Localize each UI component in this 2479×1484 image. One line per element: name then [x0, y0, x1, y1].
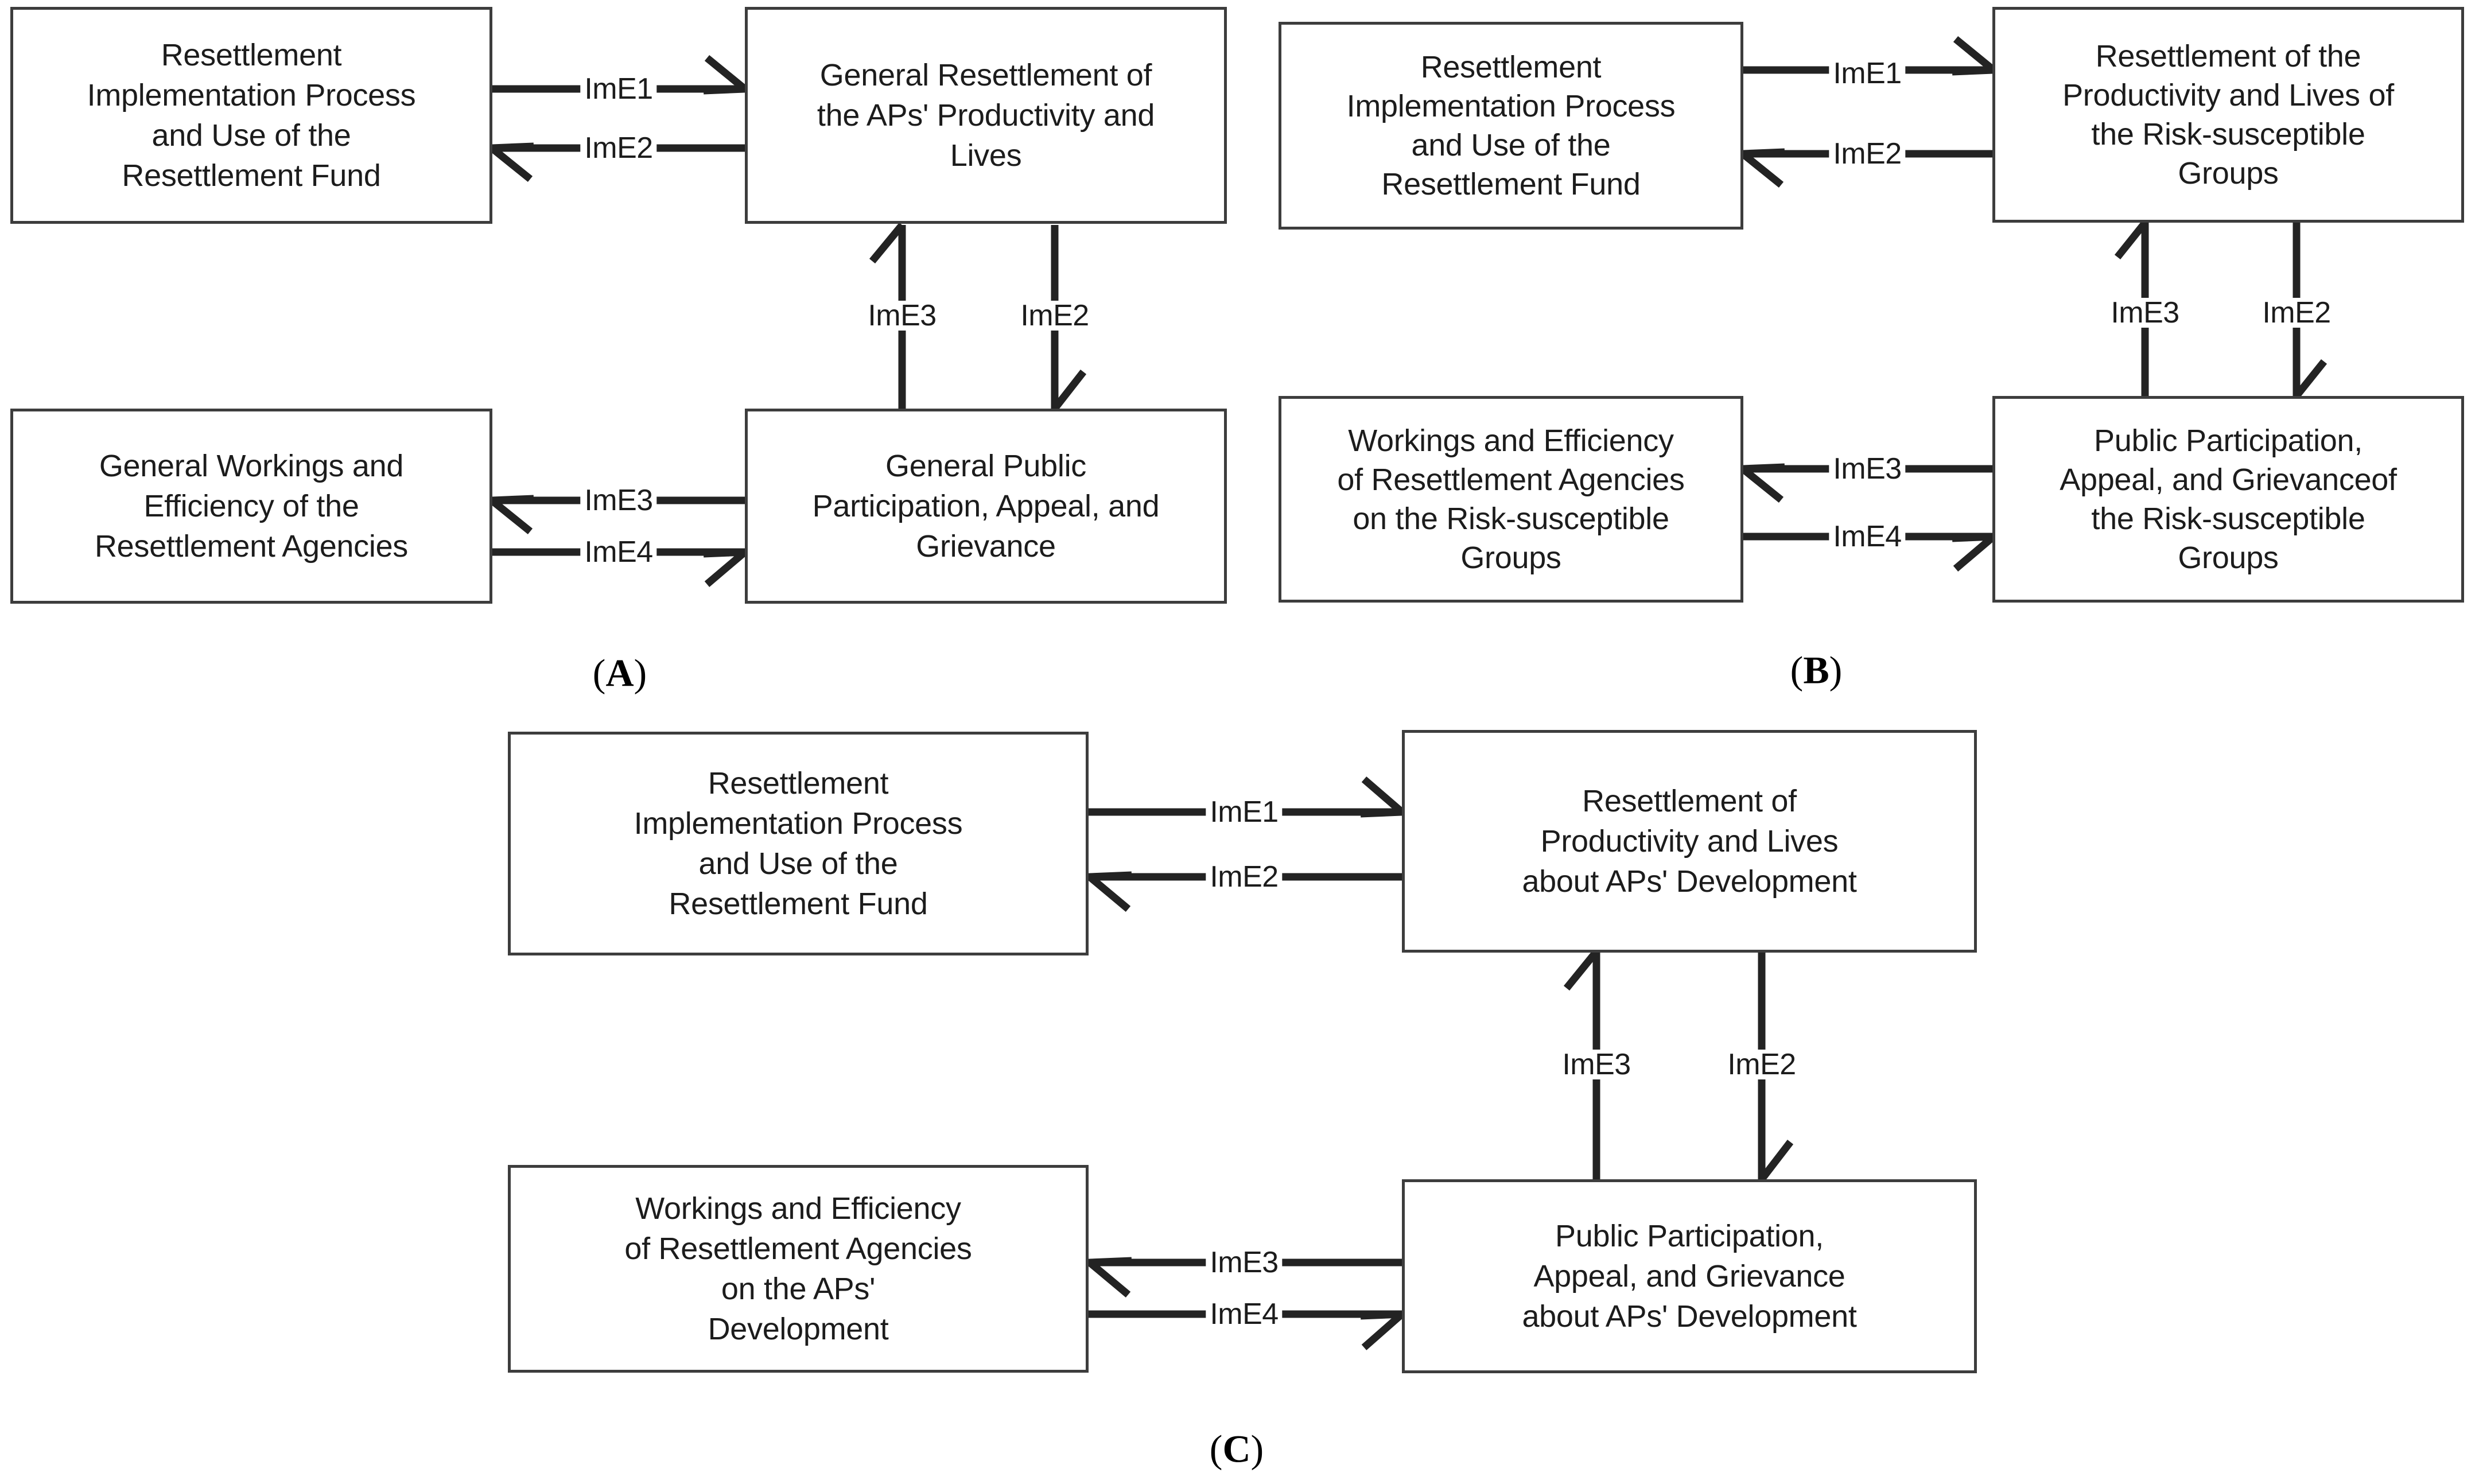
edge-c-ime4-arrowhead: [1360, 1310, 1413, 1350]
edge-a-ime4-arrowhead: [703, 547, 756, 587]
node-a-bot-left[interactable]: General Workings and Efficiency of the R…: [10, 409, 492, 604]
edge-label-c-ime3-up: ImE3: [1558, 1050, 1635, 1079]
node-b-top-right[interactable]: Resettlement of the Productivity and Liv…: [1992, 7, 2464, 223]
edge-label-b-ime2-down: ImE2: [2258, 298, 2335, 328]
panel-label-c-letter: C: [1222, 1427, 1251, 1471]
edge-label-b-ime4: ImE4: [1829, 522, 1906, 551]
edge-a-ime1-arrowhead: [703, 55, 755, 95]
edge-c-ime1-arrowhead: [1360, 776, 1412, 818]
edge-b-ime3up-arrowhead: [2114, 220, 2148, 260]
edge-label-a-ime4: ImE4: [580, 537, 657, 567]
node-c-bot-left[interactable]: Workings and Efficiency of Resettlement …: [508, 1165, 1089, 1373]
edge-b-ime3-arrowhead: [1732, 463, 1785, 503]
edge-label-c-ime1: ImE1: [1206, 797, 1283, 827]
edge-a-ime3up-arrowhead: [869, 222, 906, 264]
node-a-top-right-label: General Resettlement of the APs' Product…: [817, 57, 1155, 173]
node-b-bot-right[interactable]: Public Participation, Appeal, and Grieva…: [1992, 396, 2464, 603]
node-c-top-right-label: Resettlement of Productivity and Lives a…: [1522, 783, 1857, 899]
panel-label-a: (A): [592, 651, 647, 695]
node-a-top-left[interactable]: Resettlement Implementation Process and …: [10, 7, 492, 224]
edge-label-a-ime2-top: ImE2: [580, 133, 657, 163]
edge-label-b-ime2-top: ImE2: [1829, 139, 1906, 169]
node-b-top-right-label: Resettlement of the Productivity and Liv…: [2062, 38, 2394, 191]
edge-c-ime2-arrowhead: [1079, 871, 1132, 912]
panel-label-c: (C): [1209, 1427, 1264, 1471]
edge-label-c-ime3: ImE3: [1206, 1248, 1283, 1277]
node-a-bot-right-label: General Public Participation, Appeal, an…: [812, 448, 1160, 564]
edge-label-a-ime1: ImE1: [580, 74, 657, 104]
edge-c-ime3up-arrowhead: [1563, 949, 1600, 991]
node-b-top-left[interactable]: Resettlement Implementation Process and …: [1279, 22, 1743, 230]
panel-label-b-letter: B: [1803, 648, 1829, 692]
node-b-bot-left[interactable]: Workings and Efficiency of Resettlement …: [1279, 396, 1743, 603]
edge-label-b-ime1: ImE1: [1829, 59, 1906, 88]
edge-label-c-ime2-down: ImE2: [1723, 1050, 1800, 1079]
node-b-top-left-label: Resettlement Implementation Process and …: [1346, 49, 1676, 202]
node-c-bot-right[interactable]: Public Participation, Appeal, and Grieva…: [1402, 1179, 1977, 1373]
edge-label-a-ime3-up: ImE3: [864, 301, 941, 331]
node-b-bot-right-label: Public Participation, Appeal, and Grieva…: [2060, 423, 2397, 576]
node-c-top-left-label: Resettlement Implementation Process and …: [634, 766, 963, 922]
edge-a-ime3-arrowhead: [481, 495, 534, 535]
node-c-top-left[interactable]: Resettlement Implementation Process and …: [508, 732, 1089, 955]
panel-label-a-letter: A: [605, 651, 634, 695]
edge-b-ime4-arrowhead: [1952, 532, 2004, 572]
edge-c-ime3-arrowhead: [1079, 1257, 1132, 1297]
edge-a-ime2-arrowhead: [481, 142, 534, 182]
edge-c-ime2dn-arrowhead: [1758, 1140, 1794, 1182]
edge-label-b-ime3: ImE3: [1829, 454, 1906, 484]
edge-a-ime2dn-arrowhead: [1051, 369, 1087, 411]
edge-b-ime1-arrowhead: [1952, 36, 2004, 76]
node-c-bot-right-label: Public Participation, Appeal, and Grieva…: [1522, 1218, 1857, 1334]
panel-label-b: (B): [1790, 648, 1843, 692]
edge-b-ime2-arrowhead: [1732, 148, 1785, 188]
node-c-bot-left-label: Workings and Efficiency of Resettlement …: [624, 1191, 972, 1347]
edge-label-a-ime3: ImE3: [580, 485, 657, 515]
node-b-bot-left-label: Workings and Efficiency of Resettlement …: [1337, 423, 1685, 576]
edge-label-a-ime2-down: ImE2: [1016, 301, 1093, 331]
node-c-top-right[interactable]: Resettlement of Productivity and Lives a…: [1402, 730, 1977, 953]
node-a-top-left-label: Resettlement Implementation Process and …: [87, 37, 416, 193]
node-a-bot-left-label: General Workings and Efficiency of the R…: [94, 448, 408, 564]
edge-label-c-ime4: ImE4: [1206, 1299, 1283, 1329]
edge-label-c-ime2-top: ImE2: [1206, 862, 1283, 892]
edge-label-b-ime3-up: ImE3: [2107, 298, 2183, 328]
node-a-bot-right[interactable]: General Public Participation, Appeal, an…: [745, 409, 1227, 604]
edge-b-ime2dn-arrowhead: [2293, 359, 2328, 399]
node-a-top-right[interactable]: General Resettlement of the APs' Product…: [745, 7, 1227, 224]
